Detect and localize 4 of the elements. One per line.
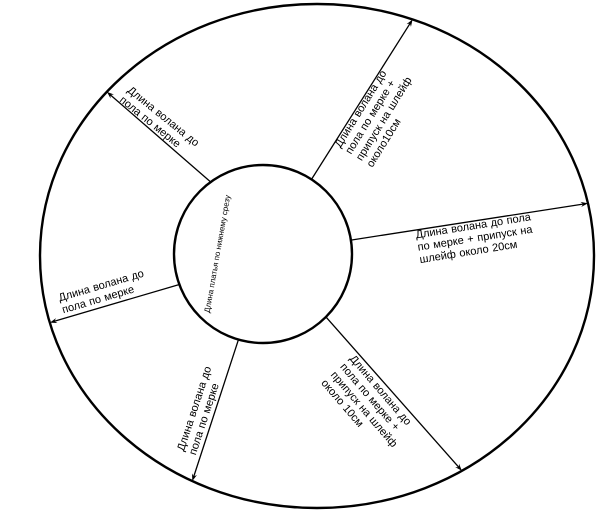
outer-ellipse [38, 2, 596, 510]
edge-label: Длина волана до пола по мерке + припуск на шлейф около 20см [416, 214, 533, 263]
edge-label: Длина волана до пола по мерке [60, 271, 144, 314]
edge-label: Длина волана до пола по мерке [177, 367, 218, 455]
